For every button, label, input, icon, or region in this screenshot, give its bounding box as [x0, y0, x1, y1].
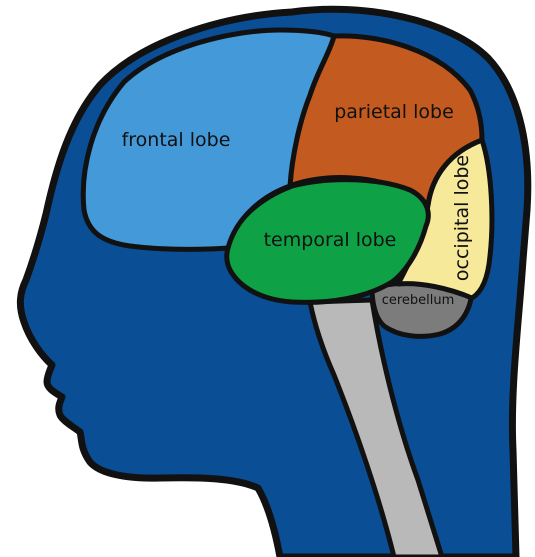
- frontal-lobe-label: frontal lobe: [122, 129, 231, 151]
- parietal-lobe-label: parietal lobe: [334, 101, 454, 123]
- temporal-lobe-label: temporal lobe: [264, 229, 397, 251]
- occipital-lobe-label: occipital lobe: [451, 155, 473, 281]
- cerebellum-label: cerebellum: [382, 293, 455, 308]
